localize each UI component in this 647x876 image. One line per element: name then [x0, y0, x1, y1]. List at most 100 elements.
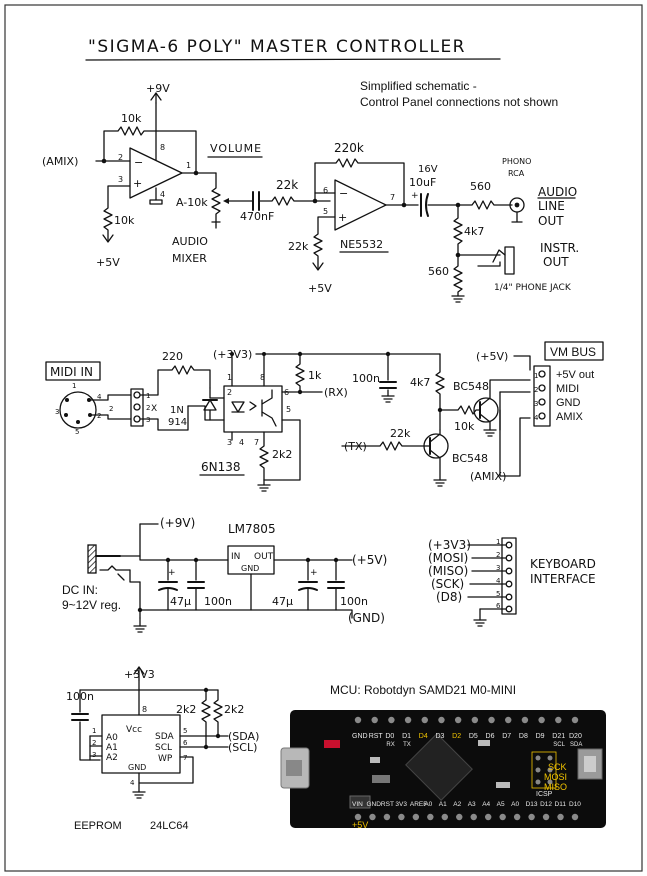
reg-pin-out: OUT — [254, 552, 274, 562]
svg-text:+: + — [133, 177, 142, 190]
pin-5: 5 — [323, 207, 328, 216]
samd21-chip — [405, 733, 473, 801]
pin-8: 8 — [160, 143, 165, 152]
mcu-bottom-pin — [412, 813, 420, 821]
mcu-top-pin — [404, 716, 412, 724]
mcu-bottom-pin — [571, 813, 579, 821]
svg-text:1: 1 — [534, 372, 538, 380]
mixer-label-1: AUDIO — [172, 235, 208, 248]
mcu-bottom-pin — [369, 813, 376, 821]
kb-pin2-label: (MOSI) — [428, 551, 468, 565]
svg-text:4: 4 — [97, 393, 102, 401]
r-div-4k7: 4k7 — [464, 225, 484, 238]
mcu-bottom-label: A3 — [468, 801, 476, 808]
supply-5v-out: (+5V) — [352, 553, 387, 567]
mcu-top-pin — [488, 716, 495, 724]
bias-supply: +5V — [96, 256, 120, 269]
vm-bus-pin1: +5V out — [556, 369, 594, 381]
line-out-1: AUDIO — [538, 185, 577, 199]
svg-text:1: 1 — [146, 392, 150, 400]
mcu-bottom-pin — [441, 813, 448, 821]
title-block: "SIGMA-6 POLY" MASTER CONTROLLER Simplif… — [85, 37, 558, 109]
mcu-top-label: D6 — [486, 733, 495, 740]
regulator-label: LM7805 — [228, 522, 276, 536]
mcu-bottom-label: A5 — [497, 801, 505, 808]
r-pullup-1k: 1k — [308, 369, 322, 382]
tx-label: (TX) — [344, 440, 367, 453]
mcu-bottom-label: A1 — [439, 801, 447, 808]
mcu-top-sublabel: SCL — [553, 742, 565, 748]
mixer-label-2: MIXER — [172, 252, 207, 265]
svg-text:1: 1 — [227, 373, 232, 382]
pin-2: 2 — [118, 153, 123, 162]
vm-bus-pin4: AMIX — [556, 411, 584, 423]
eeprom-name: EEPROM — [74, 820, 122, 832]
mcu-bottom-pin — [528, 813, 535, 821]
svg-text:+: + — [310, 568, 318, 578]
spi-sck: SCK — [548, 762, 567, 772]
svg-text:5: 5 — [183, 727, 187, 735]
vm-bus-title: VM BUS — [550, 345, 596, 359]
mcu-bottom-label: A0 — [511, 801, 519, 808]
transistor-q2-label: BC548 — [452, 452, 488, 465]
mcu-top-pin — [421, 716, 428, 724]
transistor-q1 — [473, 397, 499, 423]
cap-c3: 47µ — [272, 595, 293, 608]
opto-part-label: 6N138 — [201, 460, 241, 474]
r-midi-220: 220 — [162, 350, 183, 363]
vm-bus-title-box — [544, 341, 604, 361]
r-series-560: 560 — [470, 180, 491, 193]
opamp-ne5532 — [334, 179, 387, 231]
power-supply-circuit: (+9V) LM7805 IN OUT GND (+5V) DC IN: 9~1… — [62, 516, 387, 633]
mcu-bottom-pin — [383, 813, 391, 821]
svg-text:X: X — [151, 404, 157, 414]
svg-text:2: 2 — [496, 551, 500, 559]
mcu-top-label: D8 — [519, 733, 528, 740]
dc-in-label-2: 9~12V reg. — [62, 598, 121, 612]
cap-midi-100n: 100n — [352, 372, 380, 385]
svg-text:3: 3 — [92, 751, 96, 759]
r-base-2k2: 2k2 — [272, 448, 292, 461]
vm-bus-connector: VM BUS 1 2 3 4 +5V out MIDI GND AMIX — [533, 341, 604, 427]
mcu-bottom-label: D11 — [555, 801, 567, 808]
pin-3: 3 — [118, 175, 123, 184]
r-bias-22k: 22k — [288, 240, 309, 253]
gnd-label: (GND) — [348, 611, 385, 625]
mcu-top-label: RST — [369, 733, 384, 740]
cap-voltage: 16V — [418, 164, 438, 175]
mcu-bottom-label: 3V3 — [395, 801, 407, 808]
audio-mixer-circuit: − + 2 3 1 8 4 +9V (AMIX) 10k 10k +5V VOL… — [42, 82, 579, 303]
mcu-top-pin — [371, 716, 378, 724]
svg-text:3: 3 — [227, 438, 232, 447]
vm-bus-pin2: MIDI — [556, 383, 579, 395]
pin-4: 4 — [160, 190, 165, 199]
svg-text:1: 1 — [92, 727, 96, 735]
mcu-title: MCU: Robotdyn SAMD21 M0-MINI — [330, 683, 516, 697]
spi-mosi: MOSI — [544, 772, 567, 782]
led-indicator — [324, 740, 340, 748]
mcu-bottom-pin — [456, 813, 463, 821]
mcu-top-pin — [555, 716, 562, 724]
svg-text:2: 2 — [227, 388, 232, 397]
svg-text:−: − — [339, 187, 348, 200]
svg-text:6: 6 — [183, 739, 188, 747]
instr-out-2: OUT — [543, 255, 569, 269]
supply-9v-label: (+9V) — [160, 516, 195, 530]
mcu-bottom-pins — [354, 813, 579, 821]
transistor-q1-label: BC548 — [453, 380, 489, 393]
cap-c2: 100n — [204, 595, 232, 608]
mcu-top-sublabel: TX — [403, 742, 411, 748]
kb-pin3-label: (MISO) — [428, 564, 468, 578]
phone-jack-symbol — [504, 246, 515, 275]
mcu-bottom-pin — [470, 813, 477, 821]
note-line2: Control Panel connections not shown — [360, 95, 558, 109]
svg-text:2: 2 — [146, 404, 150, 412]
svg-text:2: 2 — [97, 412, 101, 420]
svg-text:3: 3 — [146, 416, 150, 424]
eeprom-pin-vcc: Vcc — [126, 725, 142, 735]
svg-text:3: 3 — [496, 564, 500, 572]
volume-label: VOLUME — [210, 142, 262, 155]
r-bias: 10k — [114, 214, 135, 227]
